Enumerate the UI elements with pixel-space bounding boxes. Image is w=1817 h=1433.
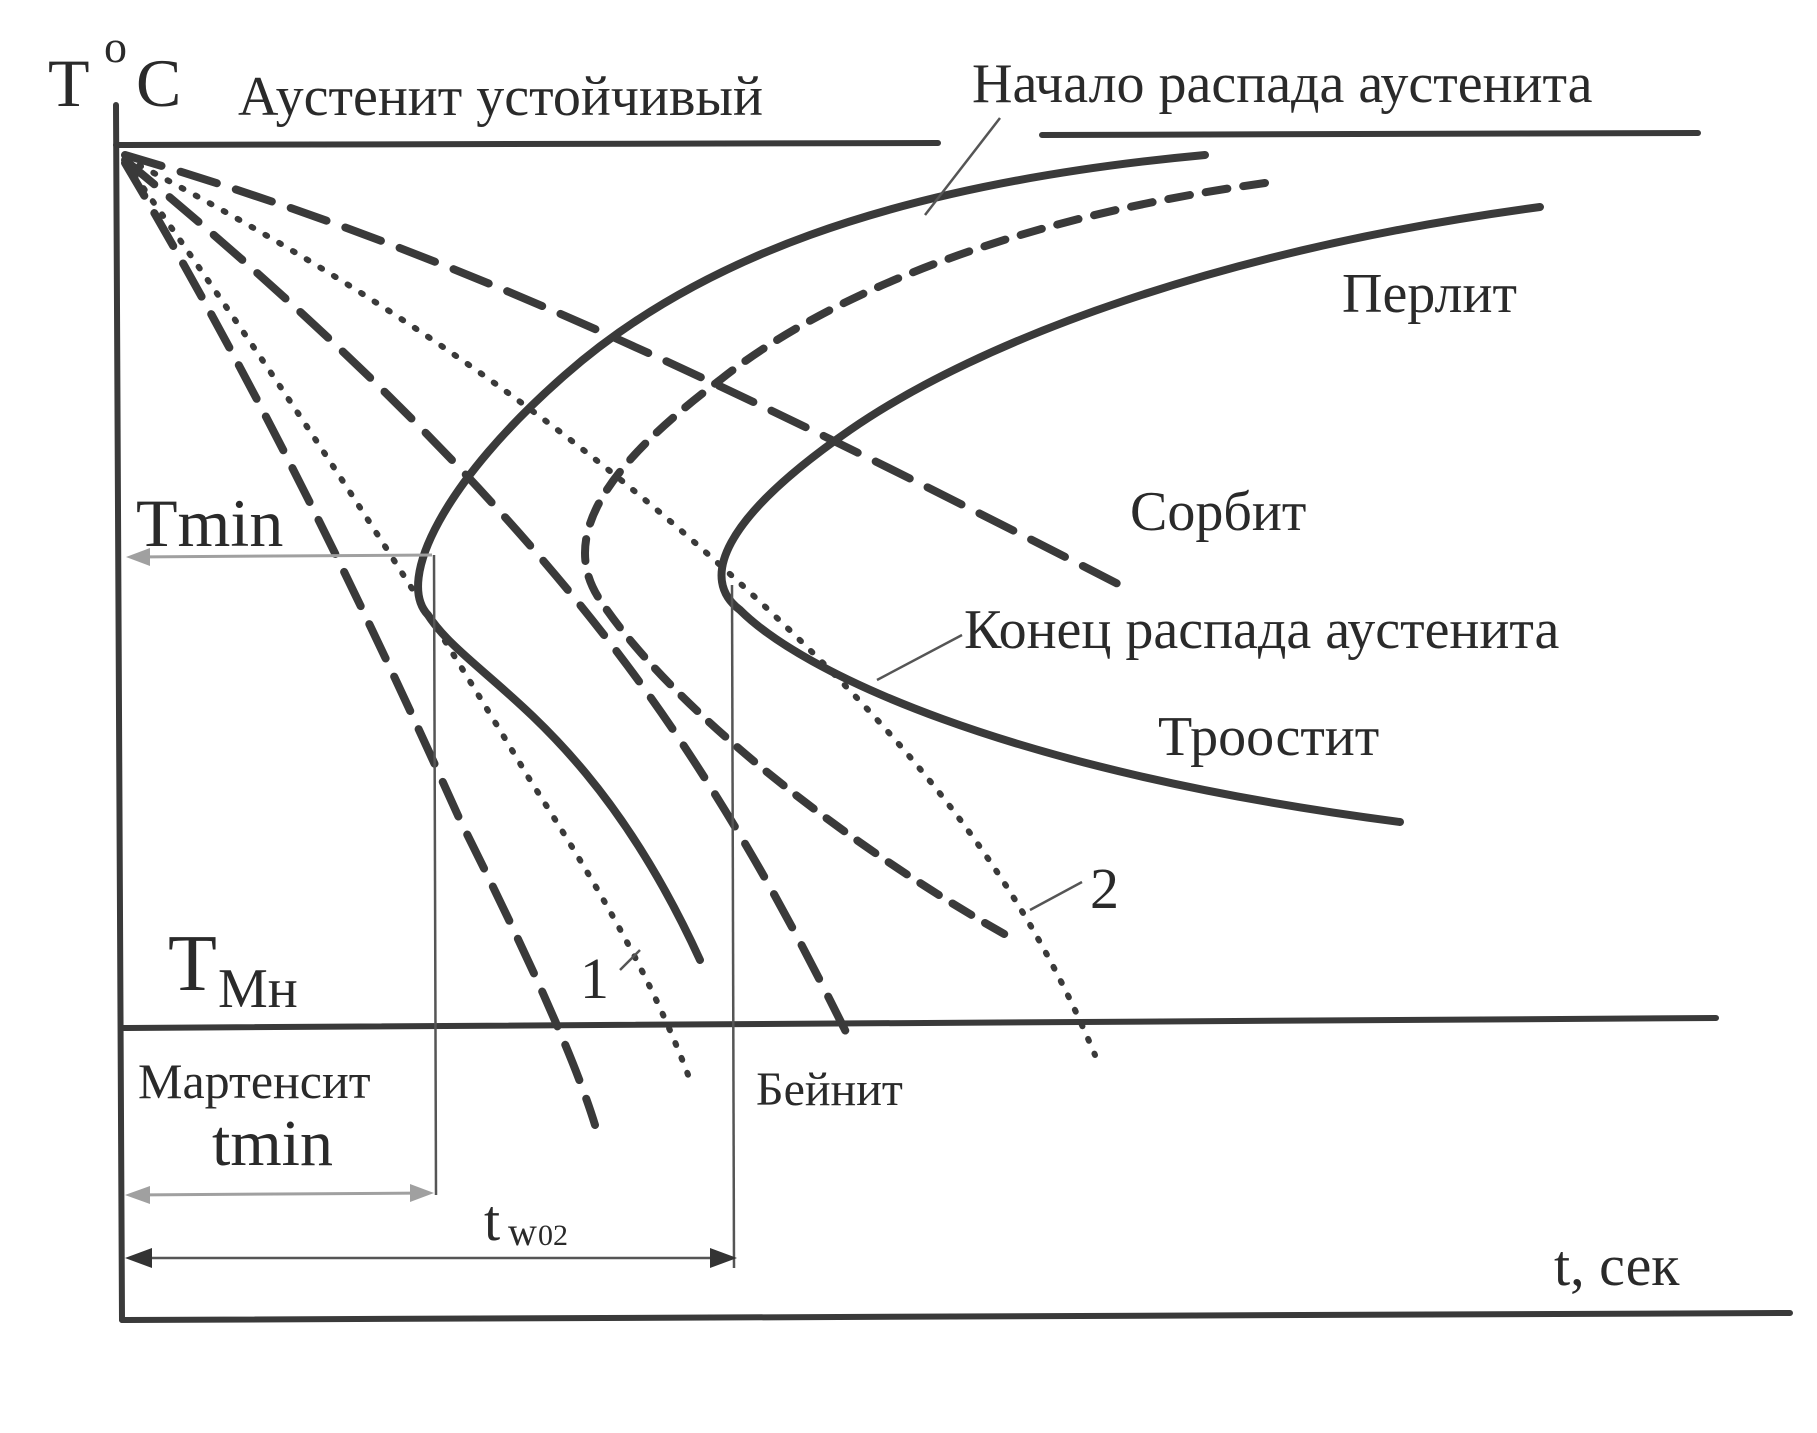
end-decomposition-label: Конец распада аустенита	[964, 599, 1560, 661]
tmin-arrowhead	[126, 548, 150, 566]
curve-2-leader	[1029, 880, 1083, 912]
martensite-start-line	[119, 1015, 1719, 1031]
troostite-label: Троостит	[1158, 706, 1379, 768]
tw02-label-index: 02	[538, 1219, 568, 1252]
perlite-label: Перлит	[1342, 263, 1517, 325]
cooling-curve-slow-dashed	[121, 151, 1124, 589]
tmin-temp-line	[131, 553, 433, 559]
cooling-curve-dashed-mid	[121, 156, 854, 1044]
tmin-time-label: tmin	[212, 1107, 333, 1180]
tw02-label-t: t	[484, 1188, 500, 1253]
curve-1-label: 1	[580, 946, 609, 1011]
middle-dashed-c-curve	[581, 179, 1269, 944]
tw02-arrowhead-left	[125, 1248, 152, 1268]
y-axis-label-T: T	[48, 45, 90, 121]
cooling-curve-dotted-1	[122, 159, 693, 1083]
tmn-label-T: T	[168, 920, 217, 1008]
x-axis-label: t, сек	[1554, 1233, 1680, 1298]
y-axis-label-degree: o	[104, 21, 127, 72]
tw02-arrowhead-right	[710, 1248, 737, 1268]
cooling-curve-fast-dashed	[121, 159, 599, 1129]
sorbite-label: Сорбит	[1130, 481, 1306, 543]
y-axis-label-C: C	[136, 45, 181, 121]
austenite-limit-line-right	[1039, 130, 1701, 138]
tmin-time-arrowhead-left	[125, 1186, 150, 1204]
curve-2-label: 2	[1090, 856, 1119, 921]
x-axis	[119, 1310, 1793, 1323]
tw02-vertical-line	[730, 584, 736, 1269]
start-decomposition-label: Начало распада аустенита	[972, 53, 1593, 115]
tmin-time-arrow	[129, 1191, 431, 1197]
start-decomposition-leader	[924, 117, 1001, 216]
tmin-time-arrowhead-right	[410, 1184, 434, 1202]
bainite-label: Бейнит	[756, 1063, 903, 1116]
martensite-label: Мартенсит	[138, 1053, 371, 1109]
curve-1-leader	[619, 949, 641, 971]
tmn-label-sub: Мн	[218, 958, 298, 1020]
end-decomposition-leader	[876, 633, 963, 682]
tw02-label-w: w	[508, 1209, 537, 1254]
austenite-stable-label: Аустенит устойчивый	[238, 66, 763, 128]
start-decomposition-curve	[414, 151, 1209, 964]
austenite-limit-line-left	[113, 140, 941, 148]
y-axis	[113, 102, 125, 1323]
cooling-curve-dotted-2	[122, 155, 1098, 1058]
tmin-vertical-line	[432, 554, 438, 1196]
end-decomposition-curve	[717, 203, 1544, 826]
tmin-temp-label: Tmin	[136, 485, 283, 561]
